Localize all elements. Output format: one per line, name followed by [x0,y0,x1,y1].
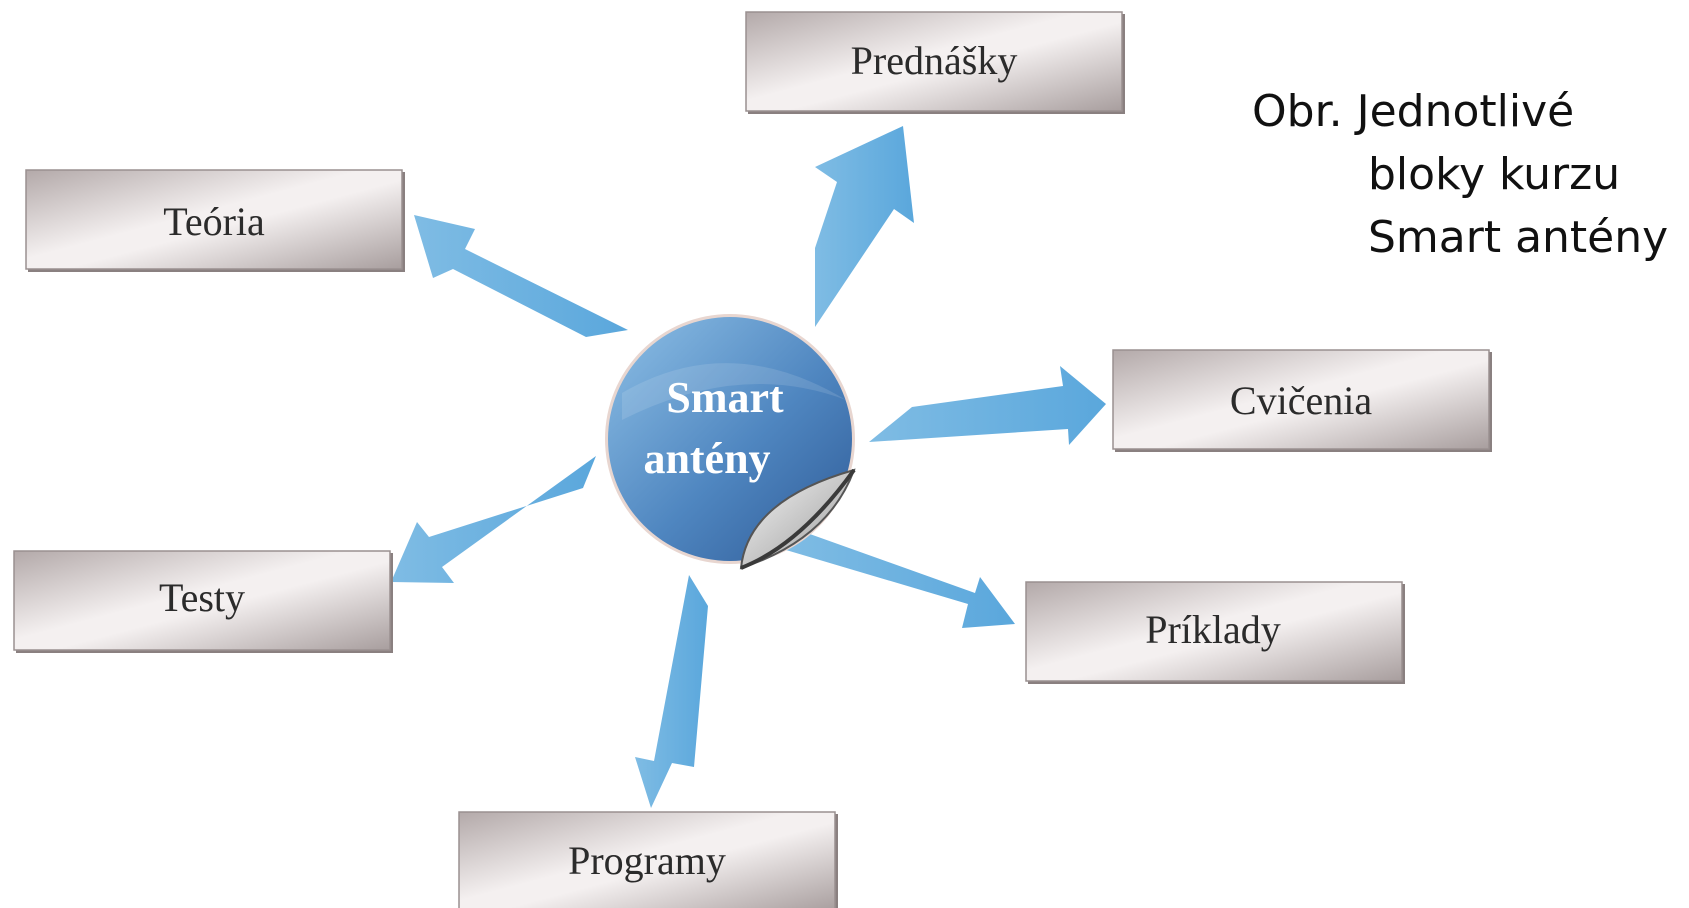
caption-line2: bloky kurzu [1368,149,1621,200]
block-label: Príklady [1145,607,1281,652]
caption-line1: Obr. Jednotlivé [1252,86,1575,137]
block-testy: Testy [13,550,393,653]
block-label: Testy [159,575,245,620]
arrow-to-programy [635,575,708,808]
center-label-line2: antény [643,434,770,483]
arrow-to-cvicenia [869,366,1106,445]
block-programy: Programy [458,811,838,908]
block-priklady: Príklady [1025,581,1405,684]
arrow-to-testy [391,456,596,583]
arrow-to-priklady [786,533,1015,628]
caption-line3: Smart antény [1368,212,1669,263]
figure-caption: Obr. Jednotlivé bloky kurzu Smart antény [1252,80,1668,269]
block-label: Teória [163,199,265,244]
block-cvicenia: Cvičenia [1112,349,1492,452]
center-node: Smart antény [605,314,856,570]
arrow-to-teoria [414,215,628,337]
block-label: Cvičenia [1230,378,1372,423]
arrow-to-prednasky [815,126,914,327]
block-prednasky: Prednášky [745,11,1125,114]
center-label-line1: Smart [666,373,784,422]
arrows [391,126,1106,808]
block-label: Prednášky [851,38,1018,83]
block-label: Programy [568,838,726,883]
block-teoria: Teória [25,169,405,272]
